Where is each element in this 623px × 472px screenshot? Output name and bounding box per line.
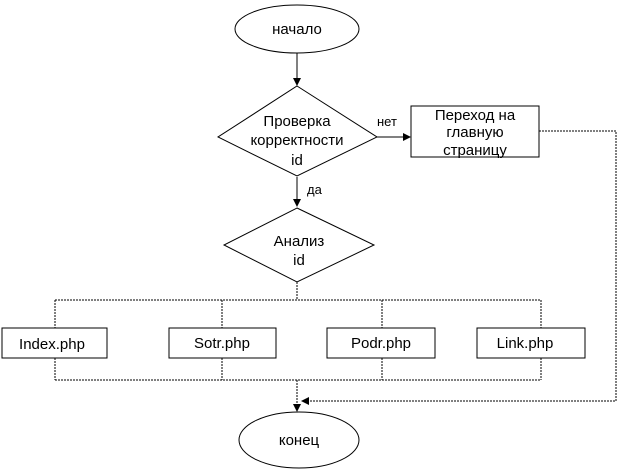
sotr-php-label: Sotr.php xyxy=(194,335,250,352)
check-label-line-2: корректности xyxy=(250,132,343,149)
index-php-label: Index.php xyxy=(19,336,85,353)
redirect-label-line-2: главную xyxy=(446,124,503,141)
analyze-label-line-1: Анализ xyxy=(274,233,325,250)
edge-label-no: нет xyxy=(377,114,397,129)
start-terminator: начало xyxy=(234,4,360,54)
podr-php-label: Podr.php xyxy=(351,335,411,352)
process-link-php: Link.php xyxy=(476,327,586,359)
decision-analyze-id: Анализ id xyxy=(222,207,376,283)
decision-check-id: Проверка корректности id xyxy=(216,85,379,177)
edge-redirect-to-end xyxy=(301,130,617,405)
start-label: начало xyxy=(272,21,322,38)
check-label-line-3: id xyxy=(291,152,303,169)
analyze-label-line-2: id xyxy=(293,252,305,269)
process-sotr-php: Sotr.php xyxy=(168,327,277,359)
process-redirect-home: Переход на главную страницу xyxy=(410,105,540,159)
end-label: конец xyxy=(279,432,320,449)
process-index-php: Index.php xyxy=(1,327,108,359)
edge-label-yes: да xyxy=(307,182,323,197)
end-terminator: конец xyxy=(238,411,360,469)
check-label-line-1: Проверка xyxy=(263,113,331,130)
redirect-label-line-1: Переход на xyxy=(435,107,516,124)
redirect-label-line-3: страницу xyxy=(443,142,507,159)
link-php-label: Link.php xyxy=(497,335,554,352)
process-podr-php: Podr.php xyxy=(326,327,436,359)
